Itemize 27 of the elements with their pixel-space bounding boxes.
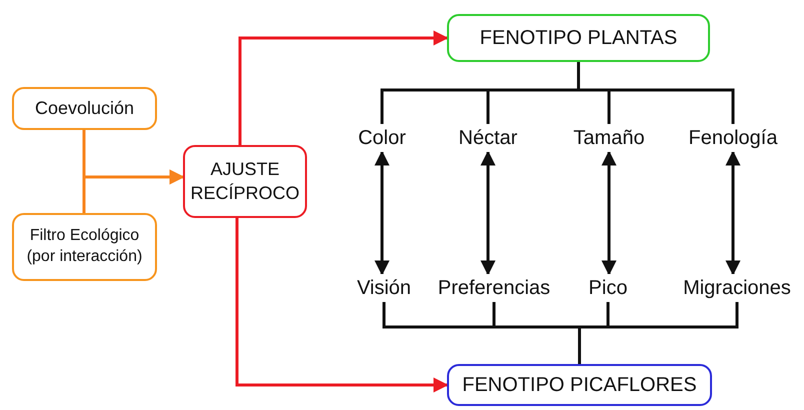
process-box xyxy=(12,87,157,130)
trait-label: Pico xyxy=(588,276,628,301)
box-label: Filtro Ecológico (por interacción) xyxy=(26,226,144,267)
trait-label: Néctar xyxy=(458,126,518,151)
connector-line xyxy=(577,62,734,124)
trait-label: Migraciones xyxy=(683,276,791,301)
arrow xyxy=(236,218,448,392)
arrow xyxy=(82,170,184,213)
arrow xyxy=(374,150,390,276)
process-box xyxy=(12,213,157,281)
trait-label: Preferencias xyxy=(438,276,550,301)
process-box xyxy=(183,145,307,218)
trait-label: Fenología xyxy=(688,126,778,151)
box-label: AJUSTE RECÍPROCO xyxy=(190,158,300,204)
arrow xyxy=(480,150,496,276)
arrow xyxy=(602,150,616,276)
trait-label: Visión xyxy=(356,276,412,301)
process-box xyxy=(447,364,712,406)
box-label: FENOTIPO PICAFLORES xyxy=(462,373,697,398)
trait-label: Tamaño xyxy=(573,126,645,151)
arrow xyxy=(238,30,448,145)
arrow xyxy=(726,150,740,276)
connector-line xyxy=(578,302,738,364)
process-box xyxy=(447,14,710,62)
box-label: Coevolución xyxy=(34,96,134,120)
trait-label: Color xyxy=(358,126,406,151)
box-label: FENOTIPO PLANTAS xyxy=(480,26,678,51)
